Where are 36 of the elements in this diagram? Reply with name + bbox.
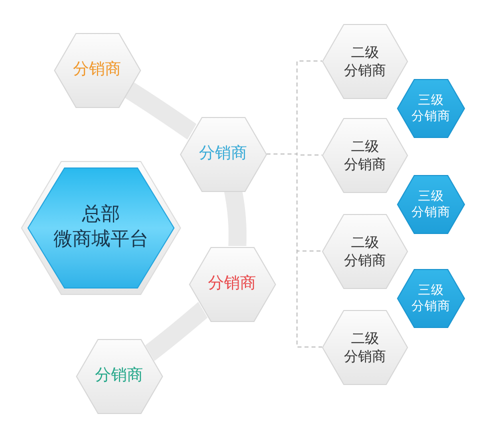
node-label: 三级 xyxy=(418,188,444,204)
hexagon-node xyxy=(188,246,276,322)
node-label: 分销商 xyxy=(412,204,450,220)
hexagon-node xyxy=(322,310,408,384)
node-label: 分销商 xyxy=(73,60,121,80)
curved-connector-band xyxy=(145,302,208,362)
hexagon-node xyxy=(54,32,140,108)
node-label: 分销商 xyxy=(199,144,247,164)
node-label: 三级 xyxy=(418,282,444,298)
hexagon-node xyxy=(76,338,162,414)
node-label: 二级 xyxy=(351,328,379,347)
hexagon-node xyxy=(21,161,181,295)
hexagon-node xyxy=(397,174,465,234)
hexagon-node xyxy=(397,268,465,328)
hexagon-node xyxy=(322,24,408,98)
node-label: 分销商 xyxy=(344,61,386,80)
node-label: 二级 xyxy=(351,136,379,155)
node-label: 分销商 xyxy=(412,298,450,314)
node-label: 分销商 xyxy=(344,251,386,270)
hexagon-node xyxy=(180,116,266,192)
node-label: 三级 xyxy=(418,92,444,108)
dashed-connector xyxy=(266,154,322,348)
node-label: 分销商 xyxy=(344,155,386,174)
node-label: 微商城平台 xyxy=(54,228,148,252)
hexagon-node xyxy=(397,78,465,138)
node-label: 总部 xyxy=(82,203,120,228)
node-label: 二级 xyxy=(351,232,379,251)
hexagon-node xyxy=(322,214,408,288)
node-label: 分销商 xyxy=(412,108,450,124)
curved-connector-band xyxy=(224,192,247,246)
node-label: 分销商 xyxy=(95,366,143,386)
node-label: 二级 xyxy=(351,42,379,61)
node-label: 分销商 xyxy=(344,347,386,366)
curved-connector-band xyxy=(124,82,196,140)
hexagon-node xyxy=(322,118,408,192)
node-label: 分销商 xyxy=(208,274,256,294)
